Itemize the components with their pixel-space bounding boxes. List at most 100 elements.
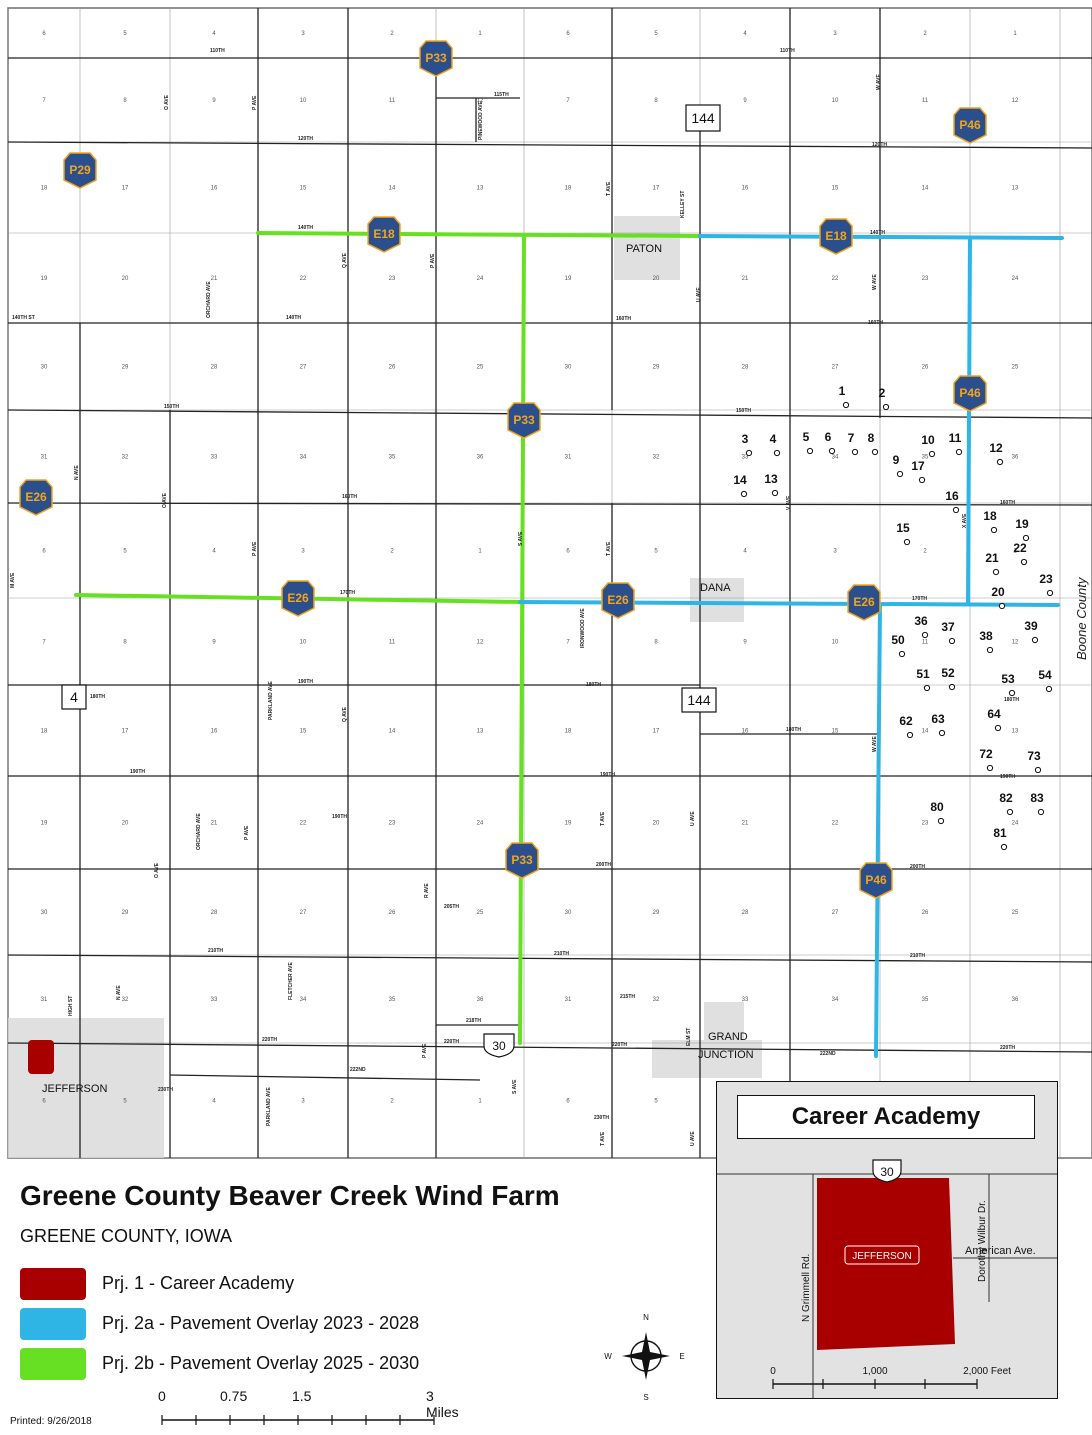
- inset-american-ave: American Ave.: [965, 1245, 1036, 1257]
- section-number: 16: [211, 729, 218, 735]
- road-label: 190TH: [1000, 774, 1015, 780]
- road-label: Q AVE: [342, 706, 348, 722]
- section-number: 19: [41, 276, 48, 282]
- section-number: 6: [42, 31, 46, 37]
- career-academy-site: [28, 1040, 54, 1074]
- section-number: 23: [922, 821, 929, 827]
- career-academy-inset: Career Academy 30 JEFFERSON American Ave…: [716, 1081, 1058, 1399]
- road-label: U AVE: [690, 1131, 696, 1146]
- section-number: 18: [41, 186, 48, 192]
- scale-bar-graphic: [161, 1415, 435, 1425]
- turbine-marker: [828, 447, 836, 455]
- shield-label: E18: [373, 227, 395, 241]
- section-number: 24: [1012, 276, 1019, 282]
- section-number: 6: [42, 1099, 46, 1105]
- section-number: 7: [566, 98, 570, 104]
- turbine-number: 72: [979, 747, 993, 761]
- road-label: 218TH: [466, 1018, 481, 1024]
- section-number: 33: [211, 455, 218, 461]
- section-number: 29: [653, 910, 660, 916]
- section-number: 17: [653, 729, 660, 735]
- grand-junction-area-2: [704, 1002, 744, 1040]
- turbine-number: 20: [991, 585, 1005, 599]
- turbine-number: 9: [893, 453, 900, 467]
- road-label: 180TH: [786, 727, 801, 733]
- us-30-shield: 30: [483, 1033, 515, 1058]
- section-number: 27: [300, 910, 307, 916]
- section-number: 19: [41, 821, 48, 827]
- section-number: 20: [653, 276, 660, 282]
- section-number: 8: [123, 98, 127, 104]
- town-jefferson: JEFFERSON: [42, 1083, 107, 1095]
- section-number: 8: [654, 640, 658, 646]
- turbine-number: 23: [1039, 572, 1053, 586]
- section-number: 13: [477, 729, 484, 735]
- turbine-marker: [771, 489, 779, 497]
- turbine-number: 2: [879, 386, 886, 400]
- turbine-marker: [773, 449, 781, 457]
- road-label: T AVE: [600, 811, 606, 826]
- turbine-marker: [998, 602, 1006, 610]
- road-label: 190TH: [332, 814, 347, 820]
- section-number: 27: [300, 365, 307, 371]
- section-number: 5: [654, 1099, 658, 1105]
- map-frame: [7, 7, 1092, 1159]
- section-number: 4: [212, 31, 216, 37]
- road-label: FLETCHER AVE: [288, 962, 294, 1000]
- turbine-marker: [948, 637, 956, 645]
- road-label: ORCHARD AVE: [196, 813, 202, 850]
- road-label: 200TH: [596, 862, 611, 868]
- road-name-labels: 110TH 110TH 115TH 120TH 120TH 140TH 140T…: [10, 48, 1019, 1146]
- turbine-number: 37: [941, 620, 955, 634]
- section-number: 26: [389, 910, 396, 916]
- route-p46-north-2a: [966, 236, 972, 605]
- section-number: 2: [390, 549, 394, 555]
- county-shield-e26: E26: [19, 479, 53, 516]
- route-p46-south-2a: [874, 602, 882, 1058]
- section-number: 11: [389, 98, 396, 104]
- legend-swatch-proj1: [20, 1268, 86, 1300]
- turbine-number: 50: [891, 633, 905, 647]
- section-number: 35: [389, 997, 396, 1003]
- section-number: 25: [477, 910, 484, 916]
- section-number: 26: [922, 910, 929, 916]
- section-number: 9: [743, 98, 747, 104]
- turbine-number: 62: [899, 714, 913, 728]
- section-number: 31: [41, 455, 48, 461]
- section-number: 20: [653, 821, 660, 827]
- turbine-marker: [938, 729, 946, 737]
- road-label: HIGH ST: [68, 996, 74, 1016]
- turbine-number: 4: [770, 432, 777, 446]
- shield-label: P33: [425, 51, 447, 65]
- turbine-number: 52: [941, 666, 955, 680]
- section-number: 6: [42, 549, 46, 555]
- grand-junction-area: [652, 1040, 762, 1078]
- turbine-number: 81: [993, 826, 1007, 840]
- road-label: P AVE: [244, 825, 250, 840]
- printed-date: Printed: 9/26/2018: [10, 1416, 92, 1427]
- road-label: 160TH: [868, 320, 883, 326]
- shield-label: P46: [959, 118, 981, 132]
- inset-scale-2000: 2,000 Feet: [963, 1366, 1011, 1377]
- section-number: 2: [390, 31, 394, 37]
- road-label: PARKLAND AVE: [266, 1087, 272, 1126]
- section-number: 35: [389, 455, 396, 461]
- inset-title: Career Academy: [737, 1095, 1035, 1139]
- shield-label: E18: [825, 229, 847, 243]
- section-number: 19: [565, 276, 572, 282]
- section-number: 12: [1012, 98, 1019, 104]
- inset-route-label: 30: [880, 1165, 894, 1179]
- turbine-number: 80: [930, 800, 944, 814]
- section-number: 5: [123, 31, 127, 37]
- turbine-marker: [1037, 808, 1045, 816]
- section-number: 11: [922, 98, 929, 104]
- turbine-number: 82: [999, 791, 1013, 805]
- section-number: 1: [1013, 549, 1017, 555]
- section-number: 12: [477, 98, 484, 104]
- town-grand-junction-1: GRAND: [708, 1031, 748, 1043]
- road-label: X AVE: [962, 513, 968, 528]
- section-number: 8: [654, 98, 658, 104]
- road-label: U AVE: [690, 811, 696, 826]
- inset-us-30-shield: 30: [872, 1159, 902, 1183]
- section-number: 33: [742, 997, 749, 1003]
